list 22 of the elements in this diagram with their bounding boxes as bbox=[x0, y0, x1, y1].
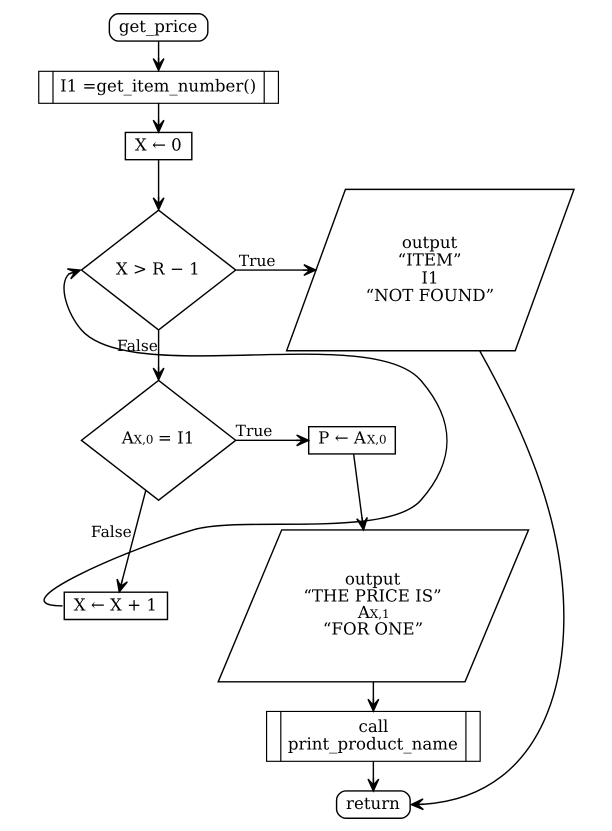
arrow bbox=[152, 40, 164, 71]
node-box: return bbox=[335, 790, 410, 818]
arrow bbox=[116, 490, 146, 592]
arrow bbox=[152, 102, 164, 132]
node-diamond: X > R − 1 bbox=[80, 208, 236, 330]
arrow bbox=[410, 350, 564, 810]
edge-label: True bbox=[238, 251, 276, 270]
edge-label: False bbox=[116, 336, 158, 355]
arrow bbox=[366, 760, 379, 792]
arrow bbox=[44, 268, 448, 606]
edge-label: True bbox=[235, 422, 272, 440]
arrow bbox=[152, 159, 164, 210]
node-box: X ← X + 1 bbox=[63, 591, 168, 620]
arrow bbox=[236, 434, 309, 446]
node-box: get_price bbox=[108, 12, 208, 42]
node-box: X ← 0 bbox=[124, 131, 192, 160]
arrow bbox=[152, 330, 164, 380]
arrow bbox=[366, 681, 379, 712]
arrow bbox=[236, 264, 316, 276]
edge-label: False bbox=[90, 522, 132, 540]
node-box: P ← AX,0 bbox=[307, 425, 396, 454]
node-diamond: AX,0 = I1 bbox=[80, 379, 236, 501]
